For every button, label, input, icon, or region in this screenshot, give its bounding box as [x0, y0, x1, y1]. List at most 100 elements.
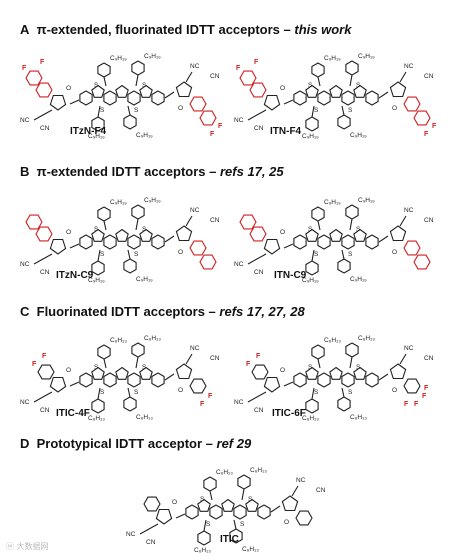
thiophene-ring	[91, 84, 105, 98]
end-aryl-ring	[189, 240, 207, 256]
bond	[127, 105, 131, 116]
sulfur-label: S	[314, 251, 319, 258]
bond	[399, 353, 407, 365]
fluorine-label: F	[422, 393, 427, 400]
panel-title: π-extended, fluorinated IDTT acceptors –	[36, 22, 291, 37]
oxygen-label: O	[280, 85, 285, 92]
bond	[97, 105, 101, 118]
bond	[247, 391, 267, 403]
bond	[97, 387, 101, 400]
thiophene-ring	[139, 366, 153, 380]
sulfur-label: S	[94, 364, 99, 371]
fluorine-label: F	[236, 65, 241, 72]
bond	[311, 105, 315, 118]
oxygen-label: O	[66, 229, 71, 236]
sulfur-label: S	[134, 251, 139, 258]
aryl-ring	[123, 114, 137, 130]
core-ring	[365, 234, 379, 250]
sulfur-label: S	[248, 496, 253, 503]
indanone-ring	[389, 81, 407, 98]
indanone-ring	[263, 238, 281, 255]
molecule-name: ITzN-F4	[70, 126, 107, 137]
core-ring	[151, 90, 165, 106]
nitrile-label: CN	[254, 125, 264, 132]
bond	[317, 220, 321, 231]
fluorine-label: F	[200, 401, 205, 408]
core-ring	[365, 90, 379, 106]
molecule-name: ITN-C9	[274, 270, 307, 281]
bond	[69, 243, 80, 249]
bond	[127, 249, 131, 260]
oxygen-label: O	[178, 249, 183, 256]
core-ring	[185, 504, 199, 520]
aryl-ring	[123, 258, 137, 274]
oxygen-label: O	[284, 519, 289, 526]
thiophene-ring	[197, 498, 211, 512]
alkyl-label: C₆H₁₃	[136, 414, 153, 421]
sulfur-label: S	[308, 82, 313, 89]
thiophene-ring	[353, 228, 367, 242]
fluorine-label: F	[218, 123, 223, 130]
fluorine-label: F	[424, 385, 429, 392]
panel-b-header: B π-extended IDTT acceptors – refs 17, 2…	[20, 164, 284, 179]
core-ring	[103, 372, 117, 388]
bond	[247, 109, 267, 121]
core-ring	[317, 234, 331, 250]
bond	[311, 249, 315, 262]
bond	[69, 381, 80, 387]
alkyl-label: C₆H₁₃	[250, 467, 267, 474]
bond	[270, 505, 281, 513]
aryl-ring	[345, 204, 359, 220]
fluorine-label: F	[404, 401, 409, 408]
bond	[283, 99, 294, 105]
oxygen-label: O	[178, 387, 183, 394]
core-ring	[103, 234, 117, 250]
core-ring	[257, 504, 271, 520]
bond	[247, 253, 267, 265]
nitrile-label: NC	[20, 399, 30, 406]
indanone-ring	[49, 376, 67, 393]
fluorine-label: F	[424, 131, 429, 138]
aryl-ring	[311, 344, 325, 360]
bond	[103, 220, 107, 231]
molecule-name: ITN-F4	[270, 126, 302, 137]
panel-ref: this work	[294, 22, 352, 37]
fused-aryl-ring	[25, 70, 43, 86]
molecule-name: ITzN-C9	[56, 270, 94, 281]
nitrile-label: NC	[190, 207, 200, 214]
thiophene-ring	[329, 228, 343, 242]
aryl-ring	[229, 528, 243, 544]
molecule-name: ITIC-4F	[56, 408, 90, 419]
nitrile-label: NC	[234, 399, 244, 406]
alkyl-label: C₆H₁₃	[302, 415, 319, 422]
alkyl-label: C₆H₁₃	[216, 469, 233, 476]
core-ring	[317, 90, 331, 106]
core-ring	[127, 90, 141, 106]
bond	[103, 76, 107, 87]
panel-b: B π-extended IDTT acceptors – refs 17, 2…	[0, 140, 450, 284]
core-ring	[293, 90, 307, 106]
bond	[185, 215, 193, 227]
bond	[399, 71, 407, 83]
aryl-ring	[91, 116, 105, 132]
thiophene-ring	[329, 84, 343, 98]
indanone-ring	[155, 508, 173, 525]
bond	[241, 488, 245, 501]
sulfur-label: S	[94, 82, 99, 89]
panel-letter: C	[20, 304, 30, 319]
nitrile-label: CN	[40, 407, 50, 414]
nitrile-label: CN	[40, 269, 50, 276]
end-aryl-ring	[249, 226, 267, 242]
oxygen-label: O	[66, 367, 71, 374]
sulfur-label: S	[308, 226, 313, 233]
